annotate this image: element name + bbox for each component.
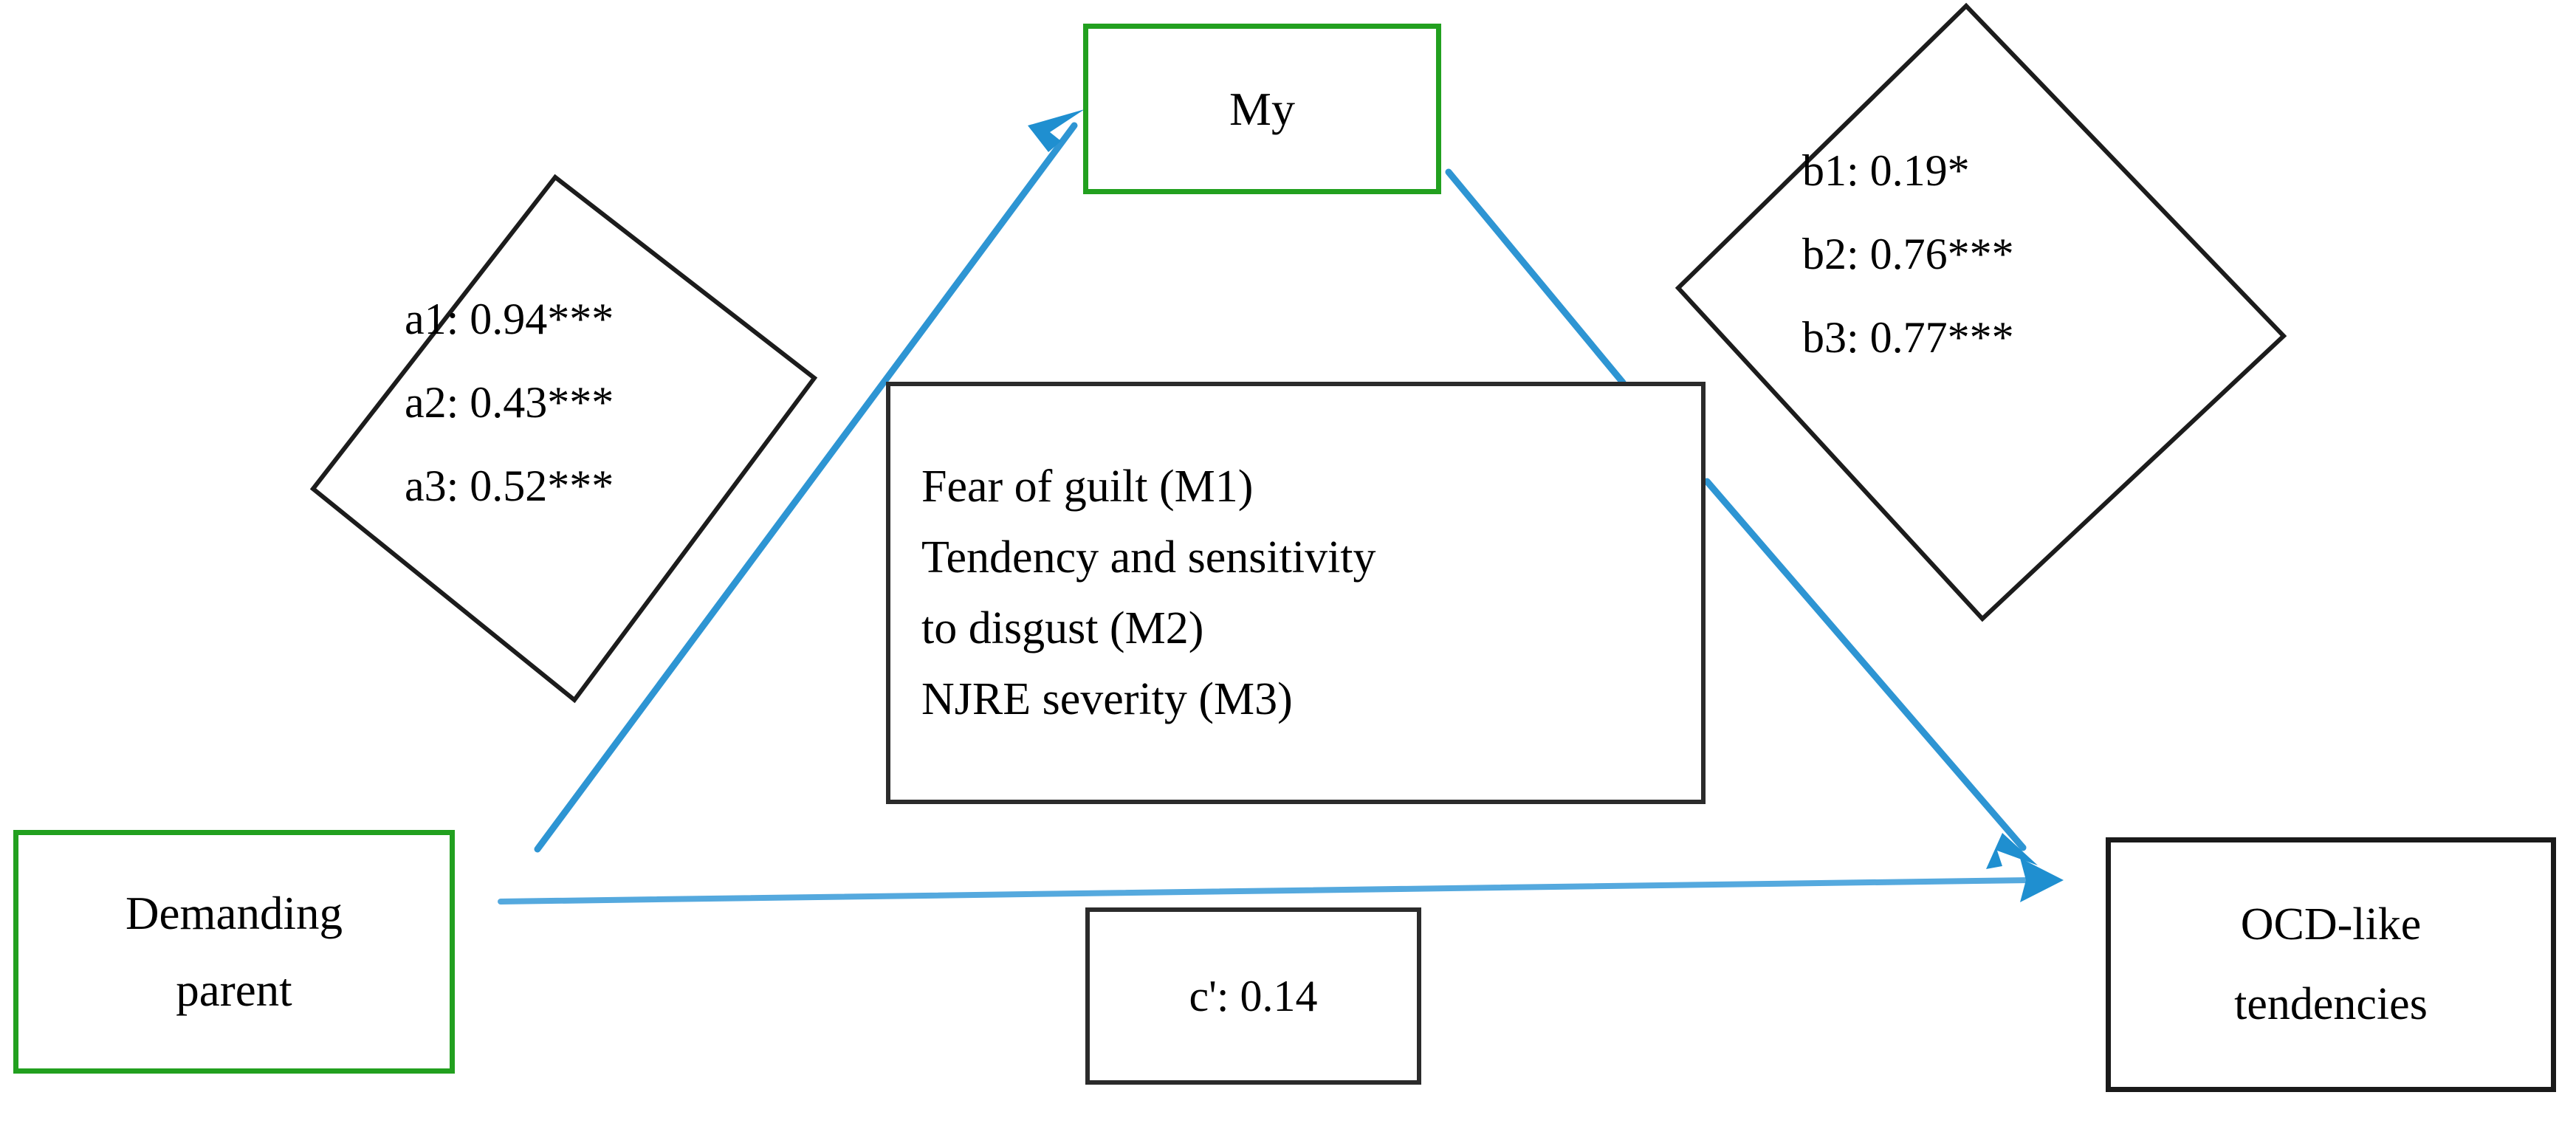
mediator-group-label: My bbox=[1229, 82, 1295, 135]
a-path-arrowhead bbox=[1028, 109, 1085, 152]
b1-coefficient: b1: 0.19* bbox=[1802, 146, 1970, 195]
outcome-box[interactable]: OCD-like tendencies bbox=[2106, 837, 2556, 1092]
direct-effect-coefficient: c': 0.14 bbox=[1189, 971, 1318, 1020]
direct-path-arrow-line bbox=[498, 877, 2033, 905]
a2-coefficient: a2: 0.43*** bbox=[405, 378, 614, 427]
mediator-item-m2-line1: Tendency and sensitivity bbox=[921, 532, 1376, 583]
direct-effect-label-box[interactable]: c': 0.14 bbox=[1085, 907, 1421, 1085]
mediator-item-m3: NJRE severity (M3) bbox=[921, 674, 1293, 724]
mediator-item-m1: Fear of guilt (M1) bbox=[921, 461, 1254, 512]
a1-coefficient: a1: 0.94*** bbox=[405, 295, 614, 343]
predictor-label-line1: Demanding bbox=[126, 887, 343, 939]
a-path-coefficients: a1: 0.94*** a2: 0.43*** a3: 0.52*** bbox=[405, 294, 729, 512]
b-path-arrow-segment-upper bbox=[1445, 168, 1627, 386]
b-path-arrow-segment-lower bbox=[1703, 478, 2027, 851]
outcome-label-line2: tendencies bbox=[2234, 978, 2428, 1029]
b-path-coefficients: b1: 0.19* b2: 0.76*** b3: 0.77*** bbox=[1802, 145, 2120, 363]
predictor-label-line2: parent bbox=[176, 964, 292, 1016]
direct-path-arrowhead bbox=[2020, 858, 2064, 902]
a3-coefficient: a3: 0.52*** bbox=[405, 461, 614, 510]
mediator-group-box[interactable]: My bbox=[1083, 24, 1441, 194]
mediators-box[interactable]: Fear of guilt (M1) Tendency and sensitiv… bbox=[886, 382, 1706, 804]
b-path-arrowhead bbox=[1986, 833, 2038, 869]
b3-coefficient: b3: 0.77*** bbox=[1802, 313, 2014, 362]
predictor-box[interactable]: Demanding parent bbox=[13, 830, 455, 1074]
outcome-label-line1: OCD-like bbox=[2240, 899, 2422, 950]
mediator-item-m2-line2: to disgust (M2) bbox=[921, 603, 1204, 653]
b2-coefficient: b2: 0.76*** bbox=[1802, 230, 2014, 278]
